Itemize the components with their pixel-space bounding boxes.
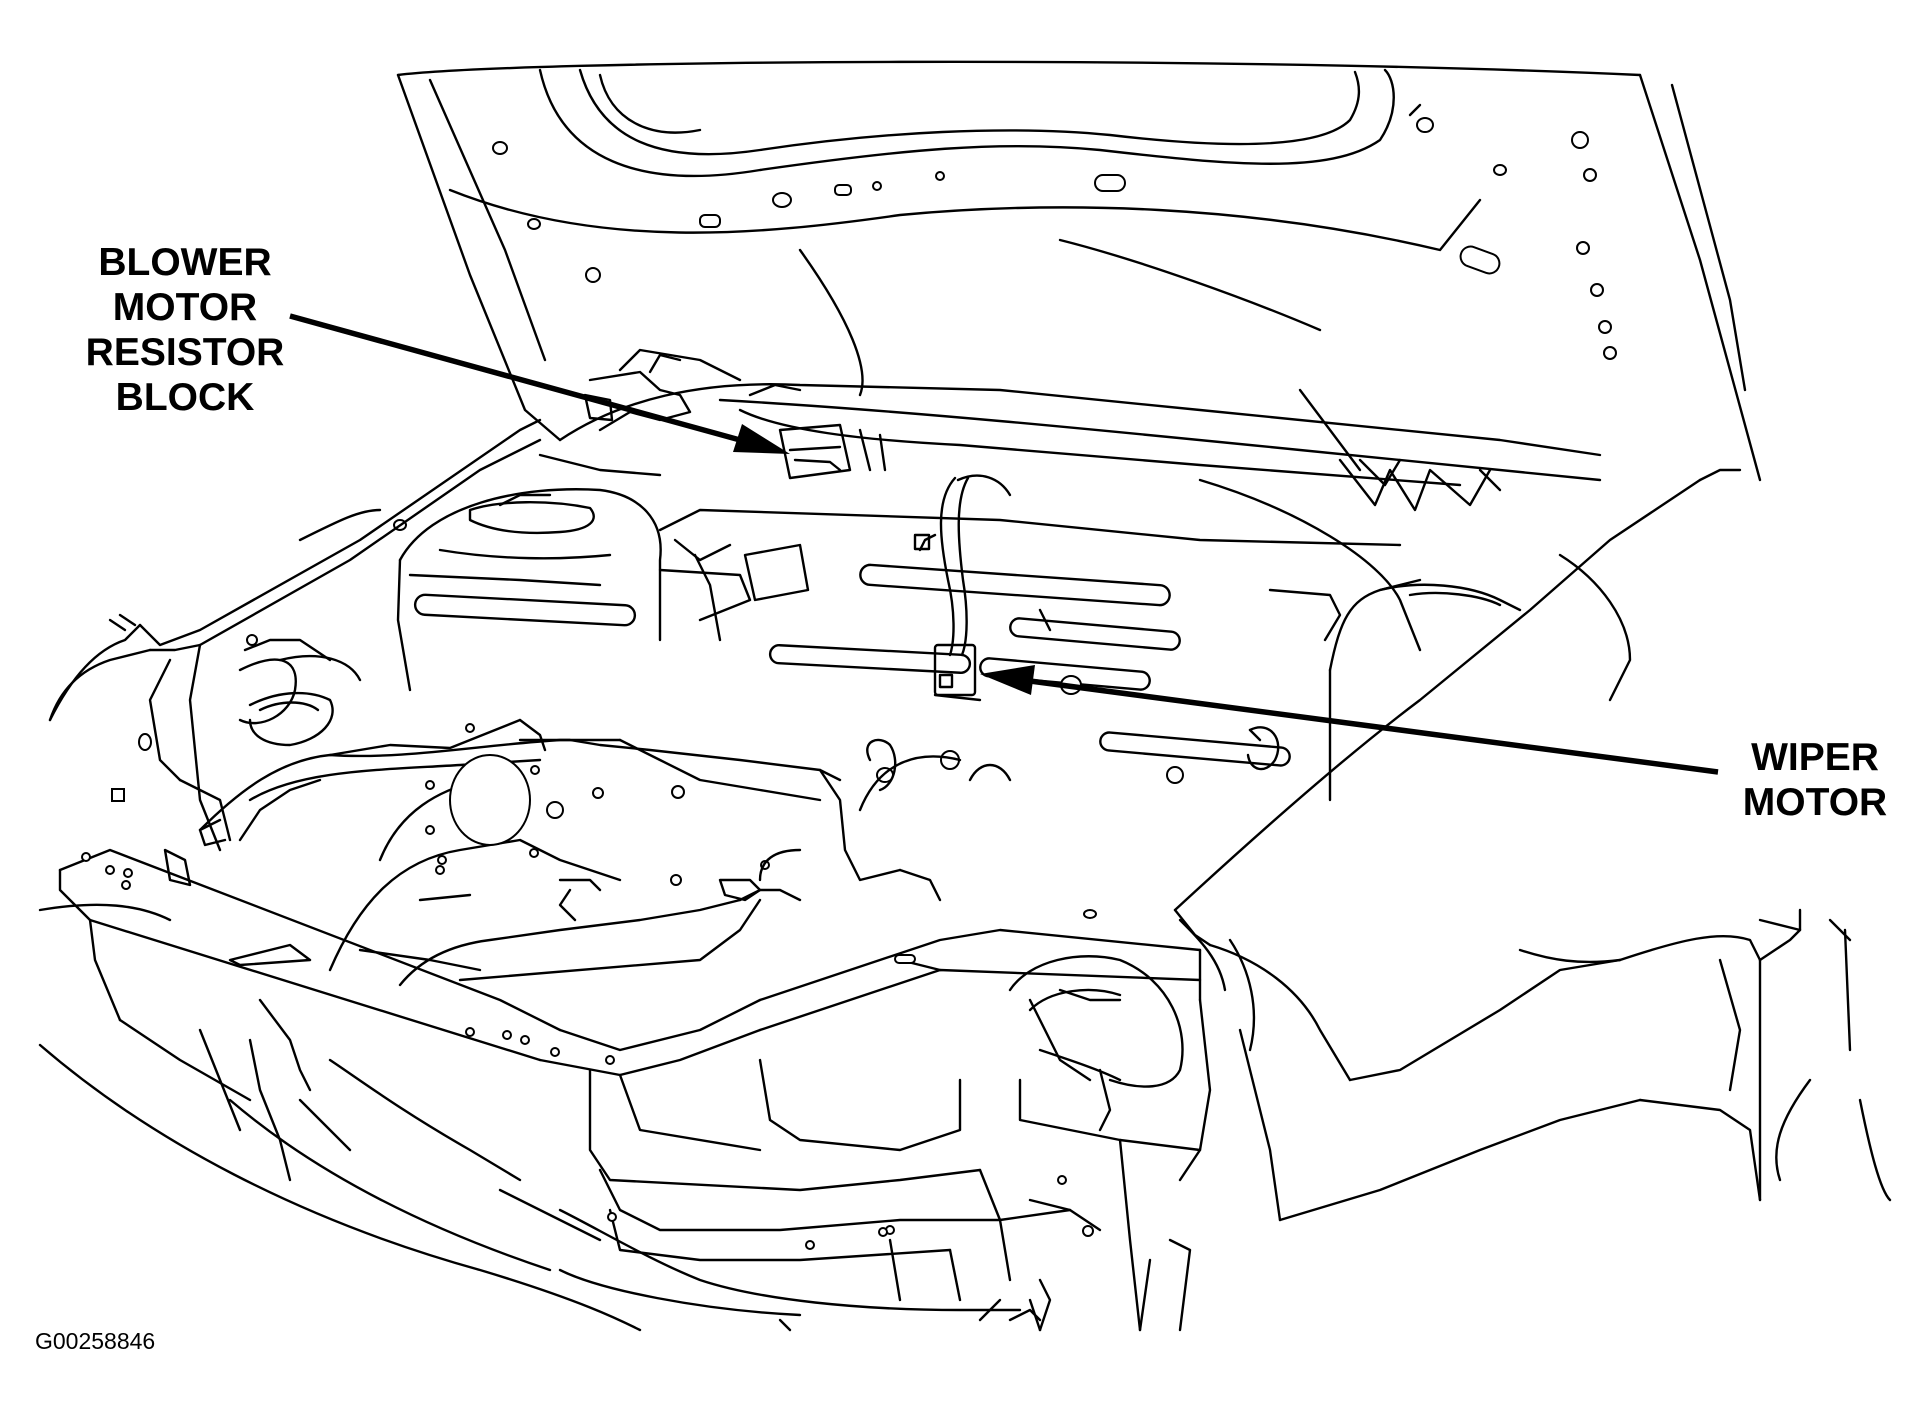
blower-leader-arrow xyxy=(289,313,790,454)
cowl-plenum xyxy=(558,238,1602,512)
left-inner-apron xyxy=(198,718,1012,987)
front-fascia xyxy=(38,903,1812,1332)
wiper-motor-label: WIPER MOTOR xyxy=(1725,735,1905,825)
blower-label-line-1: BLOWER xyxy=(98,241,272,284)
hood-panel xyxy=(396,60,1762,482)
wiper-label-line-2: MOTOR xyxy=(1742,781,1888,824)
left-fender-rail xyxy=(48,418,542,887)
blower-label-line-3: RESISTOR xyxy=(85,331,285,374)
wiper-label-line-1: WIPER xyxy=(1751,736,1879,779)
blower-motor-resistor-block xyxy=(778,423,887,480)
blower-label-line-4: BLOCK xyxy=(115,376,255,419)
blower-label-line-2: MOTOR xyxy=(112,286,258,329)
wiper-leader-arrow xyxy=(980,665,1719,775)
firewall-panel xyxy=(538,453,1422,792)
figure-id: G00258846 xyxy=(35,1328,156,1354)
right-fender xyxy=(1173,468,1892,1222)
blower-motor-resistor-block-label: BLOWER MOTOR RESISTOR BLOCK xyxy=(60,240,310,420)
wiper-motor-connector xyxy=(933,643,982,702)
radiator-support xyxy=(58,848,1202,1077)
wiper-motor-harness xyxy=(913,474,1012,657)
lower-front-structure xyxy=(588,955,1212,1332)
left-shock-tower xyxy=(393,488,752,692)
